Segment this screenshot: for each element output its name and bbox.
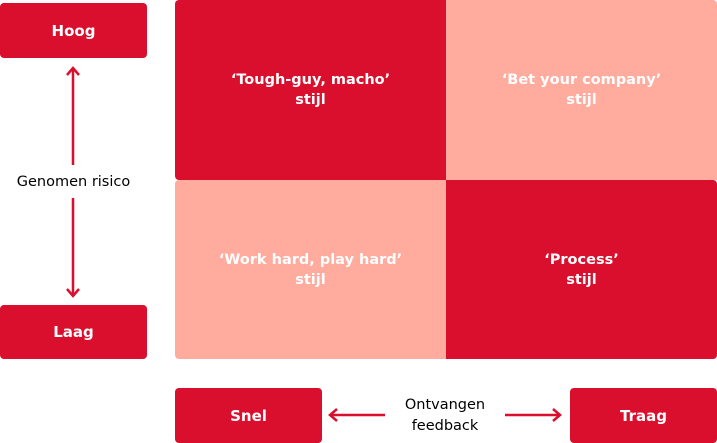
x-axis-label-line2: feedback	[411, 418, 479, 434]
quadrant-tough-guy: ‘Tough-guy, macho’ stijl	[175, 0, 446, 180]
low-risk-box: Laag	[0, 305, 147, 359]
quadrant-process: ‘Process’ stijl	[446, 180, 717, 359]
x-axis-label: Ontvangen feedback	[385, 395, 505, 437]
quadrant-suffix: stijl	[566, 92, 597, 108]
y-axis-label: Genomen risico	[16, 174, 131, 190]
quadrant-work-hard-play-hard: ‘Work hard, play hard’ stijl	[175, 180, 446, 359]
quadrant-suffix: stijl	[566, 271, 597, 288]
fast-feedback-box: Snel	[175, 388, 322, 443]
quadrant-title: ‘Tough-guy, macho’	[230, 72, 391, 88]
quadrant-title: ‘Process’	[544, 251, 619, 268]
slow-feedback-label: Traag	[620, 406, 667, 425]
fast-feedback-label: Snel	[230, 406, 267, 425]
low-risk-label: Laag	[53, 323, 94, 341]
high-risk-label: Hoog	[51, 21, 96, 40]
x-axis-label-line1: Ontvangen	[404, 397, 486, 413]
quadrant-bet-your-company: ‘Bet your company’ stijl	[446, 0, 717, 180]
quadrant-title: ‘Work hard, play hard’	[218, 251, 403, 268]
arrow-down-icon	[66, 198, 80, 298]
high-risk-box: Hoog	[0, 3, 147, 58]
quadrant-suffix: stijl	[295, 271, 326, 288]
slow-feedback-box: Traag	[570, 388, 717, 443]
quadrant-title: ‘Bet your company’	[501, 72, 662, 88]
arrow-up-icon	[66, 66, 80, 165]
quadrant-suffix: stijl	[295, 92, 326, 108]
